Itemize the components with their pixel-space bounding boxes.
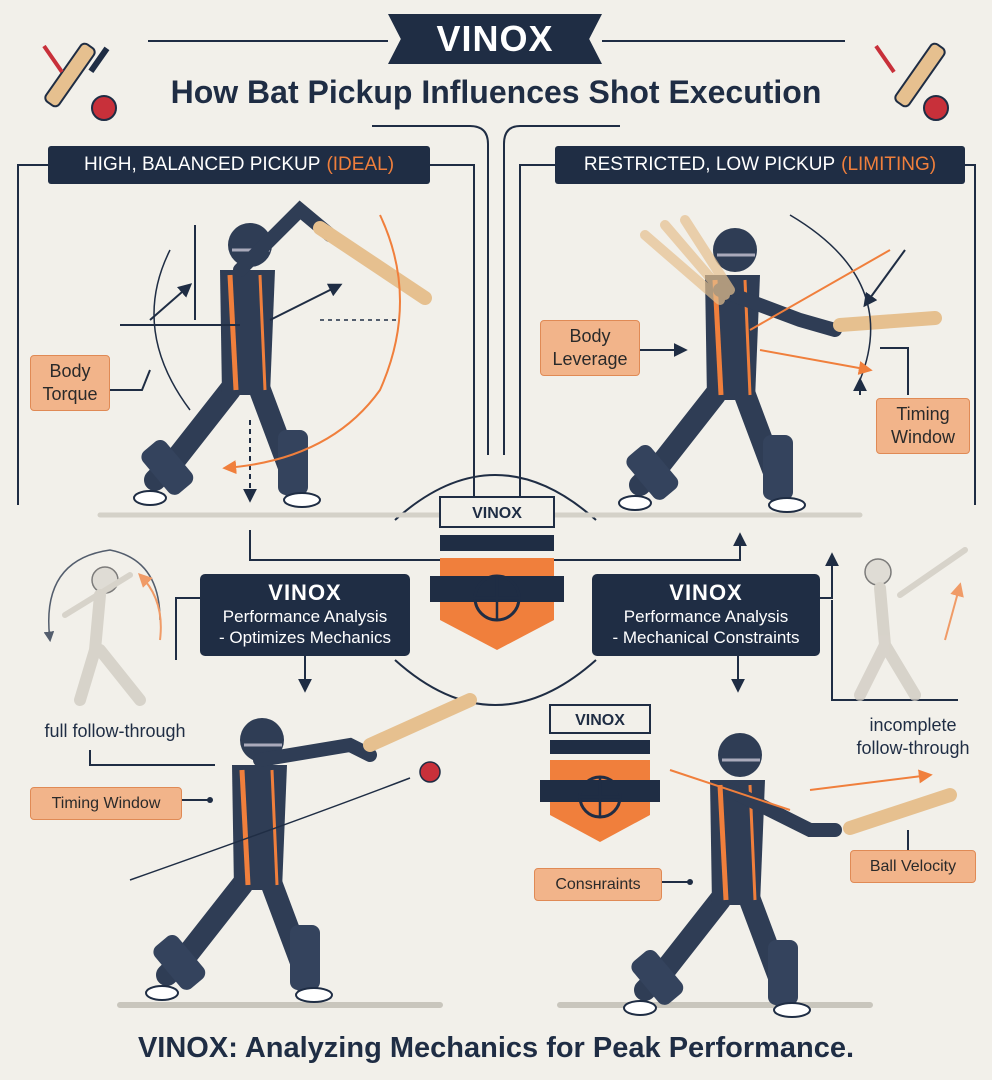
ball-velocity-tag: Ball Velocity bbox=[850, 850, 976, 883]
small-logo: VINOX bbox=[540, 704, 660, 842]
left-panel-title-accent: (IDEAL) bbox=[326, 154, 395, 175]
batsman-incomplete-follow-through bbox=[624, 733, 957, 1017]
center-logo-label: VINOX bbox=[472, 505, 522, 522]
left-analysis-title: VINOX bbox=[268, 580, 342, 605]
right-analysis-line2: - Mechanical Constraints bbox=[612, 628, 800, 647]
constraints-tag: Consнraints bbox=[534, 868, 662, 901]
bat-ball-icon-right bbox=[874, 42, 949, 121]
right-analysis-line1: Performance Analysis bbox=[623, 607, 789, 626]
incomplete-follow-through-note: incomplete follow-through bbox=[856, 715, 970, 758]
left-analysis-box: VINOX Performance Analysis - Optimizes M… bbox=[200, 574, 410, 656]
right-panel-title: RESTRICTED, LOW PICKUP (LIMITING) bbox=[555, 146, 965, 184]
left-panel-title: HIGH, BALANCED PICKUP (IDEAL) bbox=[48, 146, 430, 184]
body-leverage-tag: Body Leverage bbox=[540, 320, 640, 376]
batsman-full-follow-through bbox=[129, 693, 477, 1002]
timing-window-tag-right: Timing Window bbox=[876, 398, 970, 454]
left-panel-title-text: HIGH, BALANCED PICKUP bbox=[83, 154, 321, 175]
brand-name: VINOX bbox=[436, 18, 554, 59]
right-panel-title-accent: (LIMITING) bbox=[841, 154, 937, 175]
brand-ribbon: VINOX bbox=[388, 14, 602, 64]
center-logo: VINOX bbox=[430, 496, 564, 650]
left-analysis-line2: - Optimizes Mechanics bbox=[219, 628, 391, 647]
page-title: How Bat Pickup Influences Shot Execution bbox=[170, 74, 822, 110]
timing-window-tag-left: Timing Window bbox=[30, 787, 182, 820]
full-follow-through-note: full follow-through bbox=[44, 721, 186, 741]
follow-through-figure-right bbox=[854, 547, 968, 701]
small-logo-label: VINOX bbox=[575, 712, 625, 729]
right-panel-title-text: RESTRICTED, LOW PICKUP bbox=[583, 154, 836, 175]
batsman-ideal-pickup bbox=[120, 200, 432, 507]
body-torque-tag: Body Torque bbox=[30, 355, 110, 411]
right-analysis-box: VINOX Performance Analysis - Mechanical … bbox=[592, 574, 820, 656]
footer-caption: VINOX: Analyzing Mechanics for Peak Perf… bbox=[137, 1032, 855, 1064]
bat-ball-icon-left bbox=[42, 42, 117, 121]
batsman-limited-pickup bbox=[619, 214, 942, 512]
left-analysis-line1: Performance Analysis bbox=[222, 607, 388, 626]
right-analysis-title: VINOX bbox=[669, 580, 743, 605]
follow-through-figure-left bbox=[43, 549, 162, 706]
